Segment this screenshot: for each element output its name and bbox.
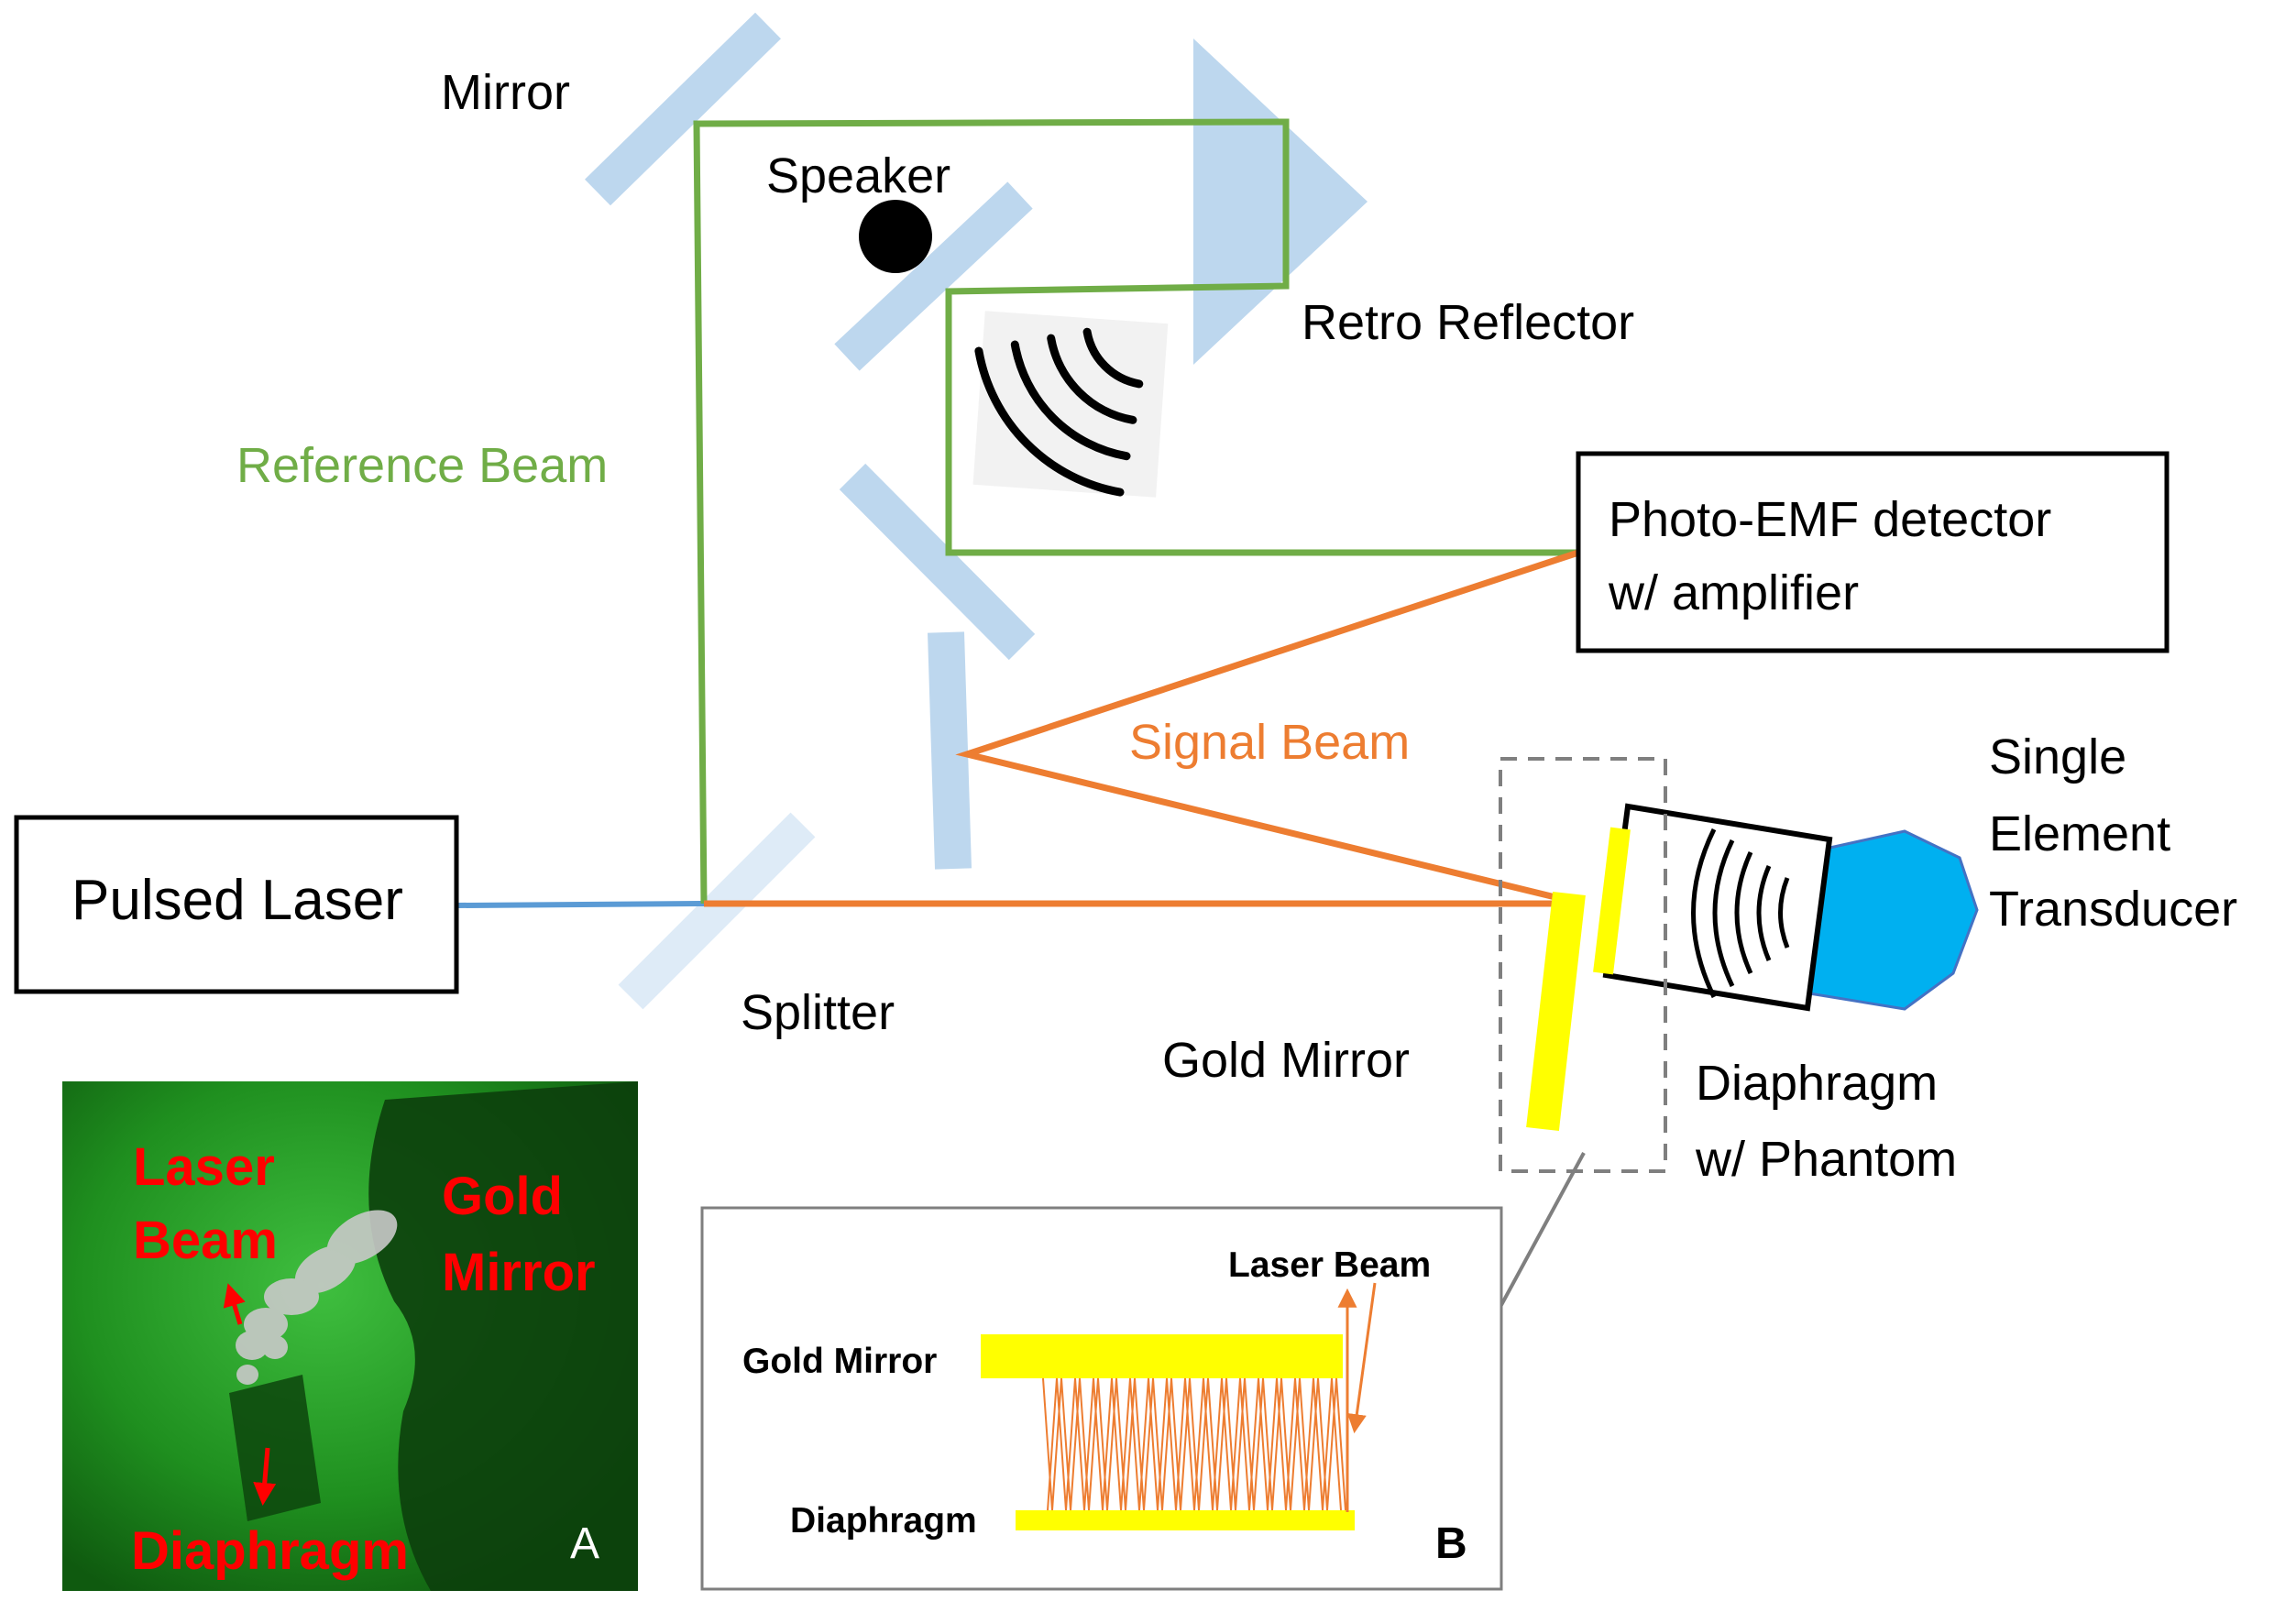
diaphragm-label-line2: w/ Phantom <box>1695 1132 1957 1187</box>
inset-a-photo: Laser Beam Gold Mirror Diaphragm A <box>62 1081 638 1591</box>
mirror-label: Mirror <box>441 65 570 120</box>
photo-diaphragm-shadow <box>229 1375 321 1521</box>
detector-box <box>1576 451 2170 653</box>
single-element-transducer <box>1602 803 1979 1012</box>
photo-laser-label-line1: Laser <box>133 1137 275 1197</box>
gold-mirror-label: Gold Mirror <box>1162 1033 1410 1088</box>
fold-mirror <box>839 463 1036 661</box>
photo-dark-region <box>368 1081 638 1591</box>
transducer-label-line3: Transducer <box>1989 882 2237 937</box>
inset-laser-beam-label: Laser Beam <box>1228 1245 1431 1285</box>
transducer-face <box>1602 803 1833 1012</box>
inset-diaphragm <box>1016 1510 1355 1530</box>
gold-mirror-strip <box>1526 891 1586 1132</box>
photo-laser-arrow <box>223 1283 246 1325</box>
diaphragm-label-line1: Diaphragm <box>1696 1056 1938 1111</box>
photo-gold-label-line1: Gold <box>442 1167 563 1226</box>
laser-input-beam <box>457 901 705 908</box>
vertical-mirror <box>928 631 972 870</box>
photo-diaphragm-label: Diaphragm <box>131 1521 409 1581</box>
retro-reflector-label: Retro Reflector <box>1302 295 1634 350</box>
speaker-mirror <box>834 181 1033 371</box>
highlight-box <box>1499 757 1667 1173</box>
transducer-waves-icon <box>1691 828 1790 999</box>
detector-label-line1: Photo-EMF detector <box>1609 492 2051 547</box>
photo-gold-label-line2: Mirror <box>442 1243 596 1302</box>
inset-gold-mirror-label: Gold Mirror <box>742 1342 937 1381</box>
inset-a-letter: A <box>570 1519 599 1568</box>
pulsed-laser-label: Pulsed Laser <box>71 869 403 932</box>
transducer-body <box>1807 829 1979 1011</box>
transducer-label-line1: Single <box>1989 729 2126 784</box>
speaker-label: Speaker <box>766 148 950 203</box>
top-mirror <box>585 12 781 206</box>
inset-diaphragm-label: Diaphragm <box>790 1501 977 1541</box>
splitter-label: Splitter <box>741 985 895 1040</box>
photo-diaphragm-arrow <box>253 1447 277 1506</box>
laser-spots <box>236 1210 398 1385</box>
transducer-label-line2: Element <box>1989 806 2170 861</box>
reference-beam-label: Reference Beam <box>236 438 608 493</box>
photo-laser-label-line2: Beam <box>133 1211 278 1270</box>
inset-beam-in <box>1346 1282 1377 1434</box>
sound-waves-icon <box>972 311 1169 498</box>
reference-beam <box>693 118 1578 905</box>
inset-gold-mirror <box>981 1334 1343 1378</box>
inset-b-letter: B <box>1435 1519 1467 1568</box>
signal-beam-reflected <box>955 549 1580 903</box>
speaker-icon <box>859 200 932 273</box>
beam-splitter <box>618 812 816 1010</box>
detector-label-line2: w/ amplifier <box>1608 565 1859 620</box>
pulsed-laser-box <box>14 815 459 994</box>
inset-b-zoom: Laser Beam Gold Mirror Diaphragm B <box>700 1206 1503 1591</box>
diaphragm-strip <box>1593 827 1631 975</box>
signal-beam-label: Signal Beam <box>1129 715 1410 770</box>
